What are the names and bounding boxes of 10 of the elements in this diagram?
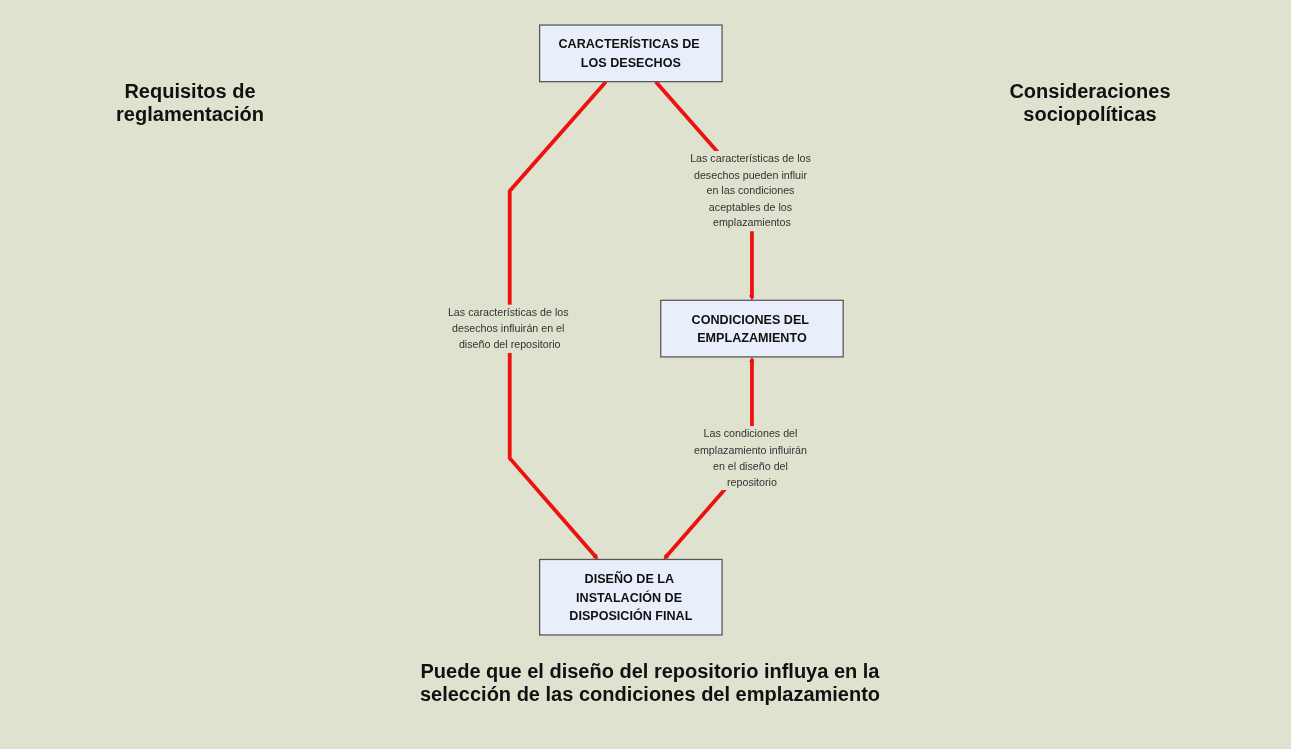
node-box: CARACTERÍSTICAS DE LOS DESECHOS [539,24,723,83]
edge-label: Las características de los desechos pueden influir en las condiciones aceptables de los emplazamientos [690,152,811,229]
edge-label: Las características de los desechos influirán en el diseño del repositorio [447,306,569,351]
node-box: DISEÑO DE LA INSTALACIÓN DE DISPOSICIÓN FINAL [539,558,723,636]
edge-label: Las condiciones del emplazamiento influirán en el diseño del repositorio [693,427,807,489]
note-text: Consideraciones sociopolíticas [1008,80,1172,126]
node-box: CONDICIONES DEL EMPLAZAMIENTO [660,299,844,358]
note-text: Puede que el diseño del repositorio influya en la selección de las condiciones del emplazamiento [418,660,882,706]
arrow [507,80,608,560]
note-text: Requisitos de reglamentación [115,80,265,126]
